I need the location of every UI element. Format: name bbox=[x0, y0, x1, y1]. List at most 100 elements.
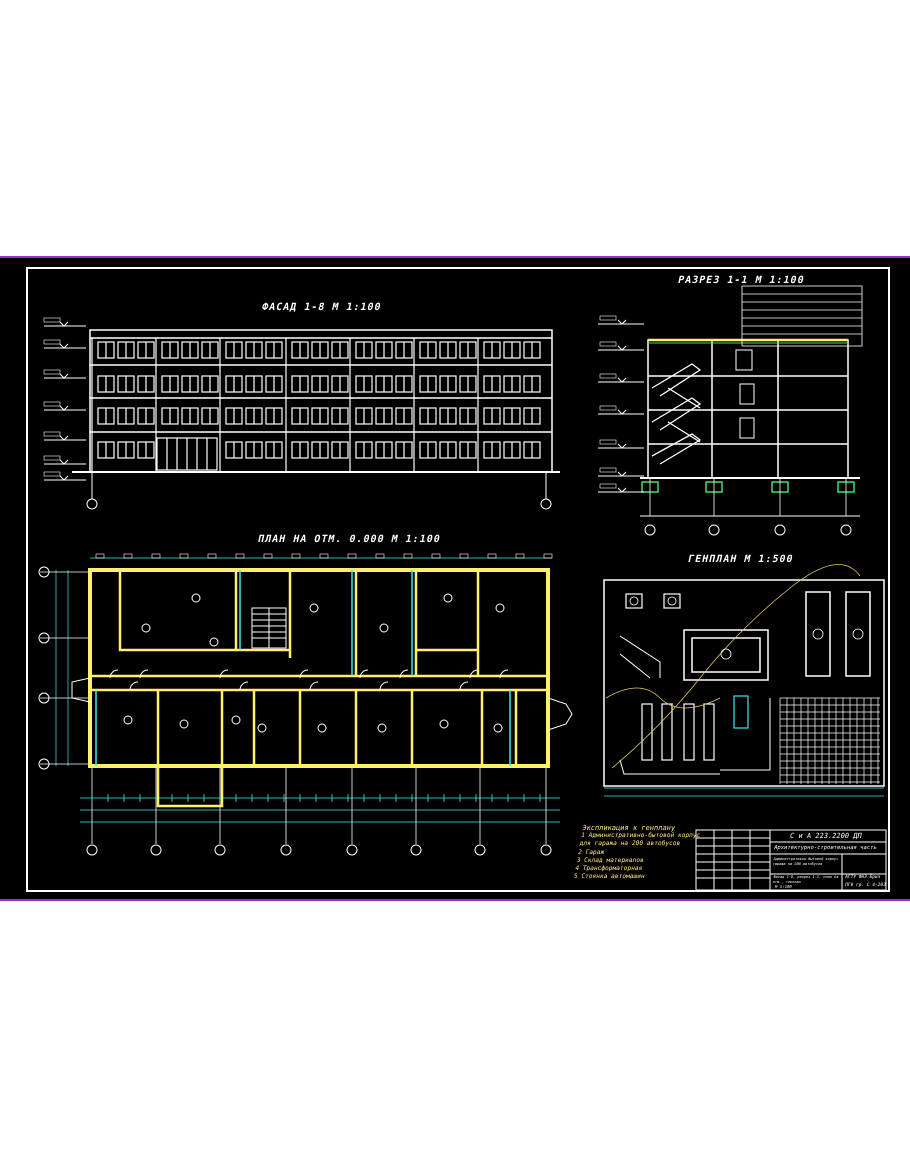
plan-dimension-tag bbox=[179, 553, 189, 559]
door-swing bbox=[469, 669, 479, 679]
section-level-tag bbox=[599, 373, 617, 379]
plan-dimension-tag bbox=[319, 553, 329, 559]
plan-interior-walls bbox=[90, 570, 548, 766]
facade-level-marks bbox=[43, 317, 86, 481]
section-level-tag bbox=[599, 439, 617, 445]
door-swing bbox=[129, 681, 139, 691]
stamp-doc-code: С и А 223.2200 ДП bbox=[789, 832, 863, 840]
plan-room-markers bbox=[109, 593, 509, 733]
section-level-tag bbox=[599, 483, 617, 489]
section-level-marker bbox=[617, 471, 627, 477]
plan-vestibule bbox=[156, 766, 224, 808]
door-swing bbox=[379, 681, 389, 691]
facade-level-tag bbox=[43, 339, 61, 345]
door-swing bbox=[219, 669, 229, 679]
room-number-mark bbox=[209, 637, 219, 647]
door-swing bbox=[299, 669, 309, 679]
section-notes bbox=[741, 285, 863, 347]
legend-item: 5 Стоянка автомашин bbox=[573, 873, 646, 881]
door-swing bbox=[399, 669, 409, 679]
section-level-marker bbox=[617, 487, 627, 493]
plan-dimension-tag bbox=[123, 553, 133, 559]
section-level-marker bbox=[617, 443, 627, 449]
section-level-marker bbox=[617, 377, 627, 383]
facade-level-marker bbox=[59, 405, 69, 411]
section-cut bbox=[640, 339, 860, 479]
plan-dimension-tag bbox=[375, 553, 385, 559]
facade-level-marker bbox=[59, 435, 69, 441]
genplan-garage bbox=[805, 591, 871, 677]
plan-axis-bubbles bbox=[38, 566, 552, 856]
facade-level-marker bbox=[59, 343, 69, 349]
plan-axis-bubble bbox=[346, 844, 358, 856]
legend-item: 2 Гараж bbox=[577, 848, 605, 856]
plan-axis-bubble bbox=[38, 692, 50, 704]
facade-entrance bbox=[156, 437, 218, 471]
plan-entry-canopies bbox=[71, 677, 573, 731]
cad-drawing bbox=[26, 267, 890, 892]
sheet-frame bbox=[26, 267, 890, 892]
plan-dimension-tag bbox=[207, 553, 217, 559]
door-swing bbox=[139, 669, 149, 679]
legend-item: 4 Трансформаторная bbox=[574, 865, 643, 873]
section-level-tag bbox=[599, 467, 617, 473]
genplan-number-marks bbox=[629, 596, 864, 660]
section-title: РАЗРЕЗ 1-1 М 1:100 bbox=[676, 275, 806, 286]
plan-dimension-tag bbox=[515, 553, 525, 559]
facade-elevation bbox=[72, 329, 560, 473]
room-number-mark bbox=[493, 723, 503, 733]
plan-axis-bubble bbox=[38, 566, 50, 578]
room-number-mark bbox=[231, 715, 241, 725]
room-number-mark bbox=[257, 723, 267, 733]
plan-cyan-accents bbox=[95, 570, 511, 766]
facade-level-tag bbox=[43, 471, 61, 477]
facade-level-tag bbox=[43, 401, 61, 407]
facade-level-tag bbox=[43, 317, 61, 323]
genplan-roads bbox=[619, 635, 771, 775]
stamp-org: АГТУ ФАЭ Бриз bbox=[844, 875, 881, 880]
plan-dimension-tag bbox=[403, 553, 413, 559]
stamp-section-name: Архитектурно-строительная часть bbox=[773, 845, 878, 851]
plan-dimension-tag bbox=[347, 553, 357, 559]
plan-axis-bubble bbox=[280, 844, 292, 856]
room-number-mark bbox=[123, 715, 133, 725]
door-swing bbox=[459, 681, 469, 691]
plan-axis-bubble bbox=[86, 844, 98, 856]
genplan-main-building bbox=[683, 629, 769, 681]
facade-title: ФАСАД 1-8 М 1:100 bbox=[260, 302, 383, 313]
room-number-mark bbox=[309, 603, 319, 613]
section-level-marker bbox=[617, 409, 627, 415]
section-rooms bbox=[735, 349, 755, 439]
plan-dimension-tag bbox=[263, 553, 273, 559]
section-stairs bbox=[651, 363, 702, 465]
plan-axis-bubble bbox=[150, 844, 162, 856]
genplan-legend: Экспликация к генплану 1 Административно… bbox=[573, 824, 702, 881]
door-swing bbox=[109, 669, 119, 679]
section-level-marker bbox=[617, 345, 627, 351]
plan-axis-bubble bbox=[214, 844, 226, 856]
plan-axis-bubble bbox=[410, 844, 422, 856]
room-number-mark bbox=[379, 623, 389, 633]
facade-axis-bubbles bbox=[86, 472, 552, 510]
plan-axis-lines bbox=[40, 553, 553, 844]
facade-level-tag bbox=[43, 369, 61, 375]
legend-heading: Экспликация к генплану bbox=[581, 824, 676, 832]
room-number-mark bbox=[443, 593, 453, 603]
room-number-mark bbox=[317, 723, 327, 733]
title-block bbox=[695, 829, 887, 891]
legend-item: для гаража на 200 автобусов bbox=[578, 840, 681, 848]
room-number-mark bbox=[191, 593, 201, 603]
room-number-mark bbox=[141, 623, 151, 633]
section-roof-fill bbox=[648, 338, 848, 344]
plan-dimension-tag bbox=[543, 553, 553, 559]
stamp-project-title: Административно-бытовой корпус гаража на… bbox=[772, 857, 839, 866]
plan-dimension-tag bbox=[95, 553, 105, 559]
section-level-tag bbox=[599, 315, 617, 321]
facade-level-tag bbox=[43, 455, 61, 461]
plan-dimension-tag bbox=[291, 553, 301, 559]
plan-axis-bubble bbox=[38, 758, 50, 770]
plan-dimension-tag bbox=[459, 553, 469, 559]
genplan-parking-grid bbox=[779, 697, 880, 784]
plan-exterior-walls bbox=[88, 568, 550, 768]
genplan-contours bbox=[605, 564, 861, 769]
